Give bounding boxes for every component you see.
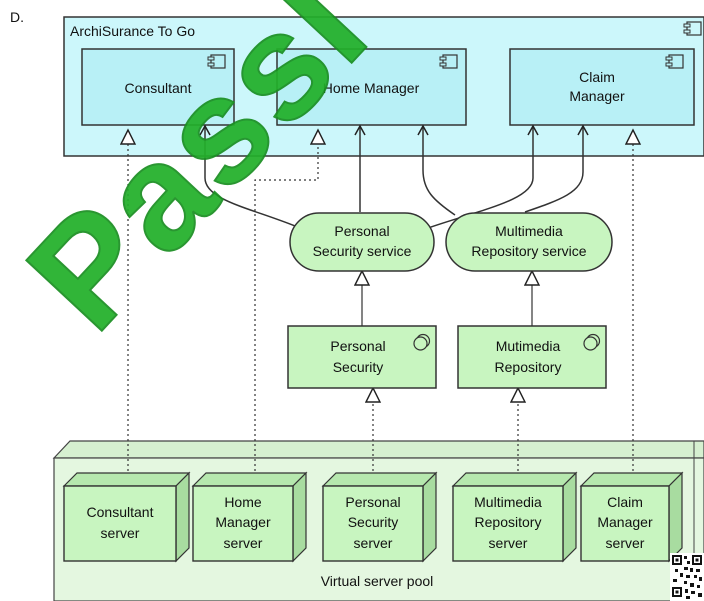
component-consultant-label: Consultant — [125, 80, 192, 96]
software-realization-lines — [362, 271, 532, 326]
node-personal-security-server-label-line1: Personal — [345, 494, 400, 510]
system-software-icon — [583, 333, 601, 351]
node-personal-security-server: Personal Security server — [321, 471, 438, 563]
node-multimedia-repository-server-label-line3: server — [489, 535, 528, 551]
node-multimedia-repository-server-label-line1: Multimedia — [474, 494, 542, 510]
service-personal-security: Personal Security service — [289, 212, 435, 272]
component-claim-manager: Claim Manager — [509, 48, 695, 126]
node-home-manager-server-label-line2: Manager — [215, 514, 271, 530]
service-usage-lines — [199, 124, 589, 229]
service-personal-security-label-line2: Security service — [313, 243, 412, 259]
node-claim-manager-server-label-line2: Manager — [597, 514, 653, 530]
component-icon — [683, 21, 702, 36]
pool-title: Virtual server pool — [321, 573, 434, 589]
service-personal-security-label-line1: Personal — [334, 223, 389, 239]
node-home-manager-server-label-line3: server — [224, 535, 263, 551]
component-claim-manager-label-line2: Manager — [569, 88, 625, 104]
node-consultant-server: Consultant server — [62, 471, 191, 563]
watermark-text: PassI — [0, 0, 399, 360]
node-personal-security-server-label-line2: Security — [348, 514, 399, 530]
component-icon — [665, 54, 684, 69]
component-claim-manager-label-line1: Claim — [579, 69, 615, 85]
system-software-icon — [413, 333, 431, 351]
service-multimedia-repository: Multimedia Repository service — [445, 212, 613, 272]
component-home-manager-label: Home Manager — [323, 80, 420, 96]
qr-code-icon — [670, 553, 704, 601]
watermark: PassI — [0, 0, 400, 361]
component-icon — [207, 54, 226, 69]
component-consultant: Consultant — [81, 48, 235, 126]
service-multimedia-repository-label-line1: Multimedia — [495, 223, 563, 239]
node-consultant-server-label-line2: server — [101, 525, 140, 541]
system-software-personal-security-label-line1: Personal — [330, 338, 385, 354]
system-software-personal-security-label-line2: Security — [333, 359, 384, 375]
node-multimedia-repository-server: Multimedia Repository server — [451, 471, 578, 563]
component-home-manager: Home Manager — [276, 48, 467, 126]
node-home-manager-server: Home Manager server — [191, 471, 308, 563]
node-claim-manager-server-label-line1: Claim — [607, 494, 643, 510]
node-home-manager-server-label-line1: Home — [224, 494, 262, 510]
node-personal-security-server-label-line3: server — [354, 535, 393, 551]
system-software-personal-security: Personal Security — [287, 325, 437, 389]
node-claim-manager-server-label-line3: server — [606, 535, 645, 551]
option-label: D. — [10, 9, 24, 25]
node-multimedia-repository-server-label-line2: Repository — [475, 514, 542, 530]
node-consultant-server-label-line1: Consultant — [87, 504, 154, 520]
group-title: ArchiSurance To Go — [70, 23, 195, 39]
node-claim-manager-server: Claim Manager server — [579, 471, 684, 563]
component-icon — [439, 54, 458, 69]
system-software-multimedia-repository-label-line2: Repository — [495, 359, 562, 375]
server-realization-lines — [128, 130, 633, 486]
system-software-multimedia-repository-label-line1: Mutimedia — [496, 338, 561, 354]
system-software-multimedia-repository: Mutimedia Repository — [457, 325, 607, 389]
service-multimedia-repository-label-line2: Repository service — [471, 243, 586, 259]
